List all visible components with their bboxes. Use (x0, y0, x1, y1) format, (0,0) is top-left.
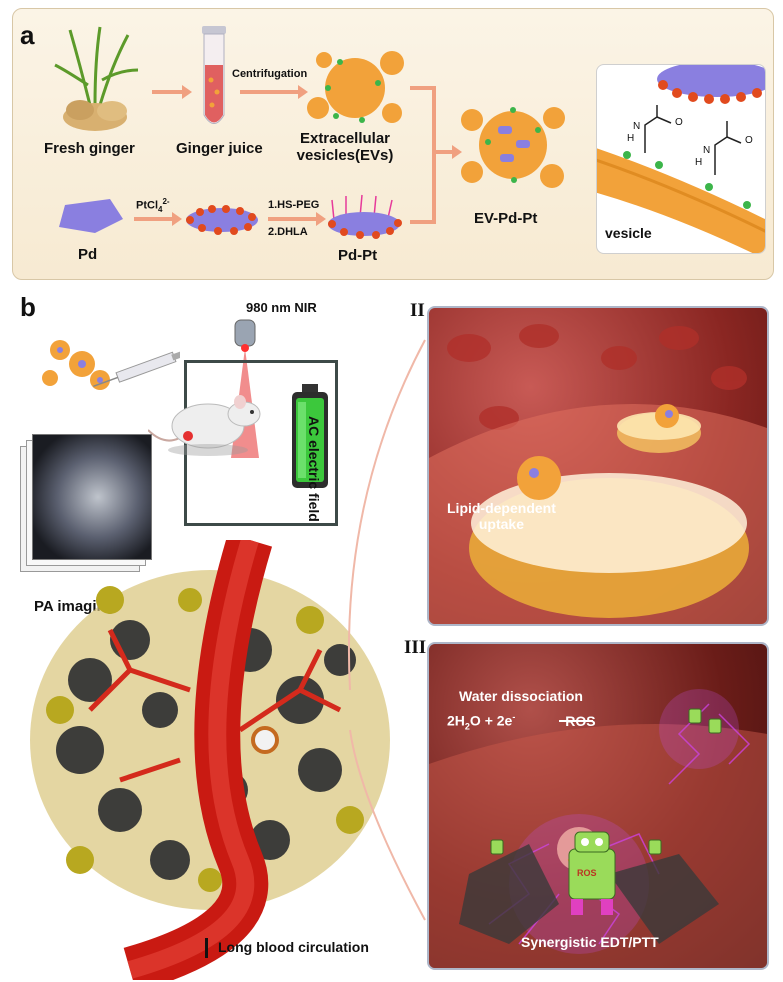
chem-atom: O (675, 117, 683, 128)
eq-part-a: 2H (447, 712, 465, 729)
panel-a-letter: a (20, 20, 35, 50)
ptcl-sub: 4 (158, 204, 163, 214)
pd-hexagon-icon (59, 199, 123, 233)
nir-label: 980 nm NIR (246, 300, 317, 315)
cell-uptake-illustration (429, 324, 767, 624)
ptcl-sup: 2- (162, 197, 170, 206)
water-dissociation-label: Water dissociation (459, 688, 583, 704)
roman-bar (205, 938, 208, 958)
pd-pt-label: Pd-Pt (338, 247, 378, 264)
pd-pt-platelet-icon (186, 205, 258, 235)
chem-atom: H (695, 157, 703, 168)
panel-II-tag: II (410, 300, 425, 321)
merge-bracket (410, 86, 436, 224)
chem-atom: H (627, 133, 635, 144)
battery-icon (292, 384, 328, 488)
eq-sub: 2 (464, 721, 470, 732)
uptake-label: Lipid-dependent uptake (447, 500, 556, 532)
chem-atom: N (633, 121, 641, 132)
eq-part-b: O + 2e (469, 712, 513, 729)
arrow (434, 145, 462, 159)
evs-label: Extracellular vesicles(EVs) (290, 130, 400, 164)
extracellular-vesicles-illustration (307, 51, 404, 123)
arrow (268, 212, 326, 226)
arrow (134, 212, 182, 226)
arrow (240, 85, 308, 99)
reaction-equation: 2H2O + 2e- ROS (447, 712, 596, 731)
vesicle-zoom-inset: O N H O N H vesicle (596, 64, 766, 254)
panel-b-letter: b (20, 292, 36, 322)
evs-label-line2: vesicles(EVs) (296, 147, 394, 164)
robot-label: ROS (577, 868, 597, 878)
arrow (152, 85, 192, 99)
eq-sup: - (512, 712, 516, 722)
reaction-arrow-icon (559, 720, 593, 722)
vesicle-membrane-icon (597, 65, 765, 253)
vesicle-label: vesicle (605, 225, 652, 241)
panel-II: Lipid-dependent uptake (427, 306, 769, 626)
uptake-line1: Lipid-dependent (447, 500, 556, 516)
injection-illustration (42, 340, 180, 390)
uptake-line2: uptake (478, 516, 524, 532)
mouse-illustration (148, 395, 261, 456)
pd-pt-peg-icon (328, 194, 402, 239)
ac-field-label: AC electric field (306, 416, 322, 522)
step2-label: 2.DHLA (268, 226, 308, 238)
pd-label: Pd (78, 246, 98, 263)
centrifugation-label: Centrifugation (232, 68, 308, 80)
zoom-connector-lines (347, 339, 426, 921)
step1-label: 1.HS-PEG (268, 199, 320, 211)
edt-ptt-illustration (429, 689, 767, 968)
long-circulation-label: Long blood circulation (218, 939, 369, 955)
tumor-vessel-illustration (30, 540, 390, 980)
ginger-juice-label: Ginger juice (176, 140, 263, 157)
chem-atom: N (703, 145, 711, 156)
panel-III-tag: III (404, 637, 427, 658)
ptcl-main: PtCl (136, 199, 158, 212)
evs-label-line1: Extracellular (299, 130, 391, 147)
fresh-ginger-label: Fresh ginger (44, 140, 135, 157)
robot-icon (568, 831, 616, 915)
test-tube-icon (202, 26, 226, 124)
pa-image (32, 434, 152, 560)
chem-atom: O (745, 135, 753, 146)
ginger-illustration (54, 26, 139, 131)
ev-pd-pt-illustration (461, 107, 565, 188)
ev-pd-pt-label: EV-Pd-Pt (474, 210, 538, 227)
ptcl-label: PtCl42- (136, 197, 170, 214)
panel-III: Water dissociation 2H2O + 2e- ROS ROS Sy… (427, 642, 769, 970)
synergy-label: Synergistic EDT/PTT (521, 934, 659, 950)
